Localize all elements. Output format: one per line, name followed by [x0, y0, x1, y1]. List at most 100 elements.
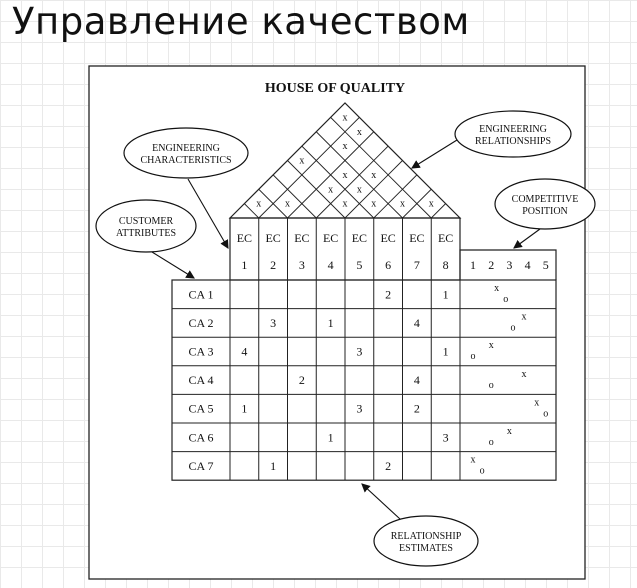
- competitor-o-mark: o: [511, 323, 516, 334]
- roof-correlation-mark: x: [343, 141, 348, 152]
- relationship-value: 4: [414, 373, 420, 387]
- roof-grid-line: [258, 117, 360, 219]
- ec-2-number: 2: [270, 258, 276, 272]
- ec-1-label: EC: [237, 231, 252, 245]
- relationship-value: 4: [414, 316, 420, 330]
- roof-grid-line: [373, 174, 418, 219]
- ec-4-number: 4: [328, 258, 334, 272]
- roof-grid-line: [272, 174, 317, 219]
- relationship-value: 4: [241, 345, 247, 359]
- ec-4-label: EC: [323, 231, 338, 245]
- roof-correlation-mark: x: [256, 199, 261, 210]
- roof-correlation-mark: x: [371, 199, 376, 210]
- matrix-outline: [171, 279, 557, 481]
- relationship-value: 1: [270, 459, 276, 473]
- customer-attribute-label: CA 5: [188, 402, 213, 416]
- roof-correlation-mark: x: [328, 184, 333, 195]
- roof-grid-line: [430, 203, 446, 219]
- ec-3-number: 3: [299, 258, 305, 272]
- competitive-scale-label: 5: [543, 258, 549, 272]
- roof-correlation-mark: x: [299, 156, 304, 167]
- ec-6-label: EC: [380, 231, 395, 245]
- ec-2-label: EC: [265, 231, 280, 245]
- ec-6-number: 6: [385, 258, 391, 272]
- ec-5-label: EC: [352, 231, 367, 245]
- relationship-estimates-ellipse: [373, 515, 479, 567]
- roof-correlation-mark: x: [371, 170, 376, 181]
- roof-grid-line: [315, 131, 403, 219]
- own-product-x-mark: x: [507, 426, 512, 437]
- customer-attribute-label: CA 2: [188, 316, 213, 330]
- engineering-relationships-line-2: RELATIONSHIPS: [475, 136, 551, 147]
- ec-7-number: 7: [414, 258, 420, 272]
- competitor-o-mark: o: [480, 466, 485, 477]
- engineering-characteristics-arrow: [187, 178, 229, 249]
- engineering-characteristics-line-1: ENGINEERING: [152, 143, 220, 154]
- roof-grid-line: [301, 145, 375, 219]
- ec-3-label: EC: [294, 231, 309, 245]
- competitor-o-mark: o: [543, 408, 548, 419]
- ec-7-label: EC: [409, 231, 424, 245]
- relationship-estimates-arrow: [361, 483, 401, 520]
- customer-attribute-label: CA 7: [188, 459, 213, 473]
- customer-attributes-ellipse: [95, 199, 197, 253]
- callouts: ENGINEERINGCHARACTERISTICSENGINEERINGREL…: [95, 110, 596, 567]
- competitive-scale-label: 4: [525, 258, 531, 272]
- relationship-value: 2: [414, 402, 420, 416]
- competitive-position-ellipse: [494, 178, 596, 230]
- roof-correlation-mark: x: [357, 127, 362, 138]
- relationship-value: 2: [385, 287, 391, 301]
- customer-attribute-label: CA 1: [188, 287, 213, 301]
- relationship-value: 1: [241, 402, 247, 416]
- competitive-position-line-2: POSITION: [522, 206, 568, 217]
- competitive-position-line-1: COMPETITIVE: [512, 194, 579, 205]
- roof-grid-line: [258, 188, 288, 219]
- customer-attribute-label: CA 4: [188, 373, 213, 387]
- relationship-value: 2: [385, 459, 391, 473]
- relationship-value: 1: [328, 430, 334, 444]
- slide-title: Управление качеством: [12, 0, 470, 43]
- roof-grid-line: [330, 117, 432, 219]
- ec-5-number: 5: [356, 258, 362, 272]
- competitor-o-mark: o: [503, 294, 508, 305]
- roof-correlation-mark: x: [285, 199, 290, 210]
- roof-grid-line: [287, 160, 346, 219]
- competitive-position-arrow: [513, 228, 541, 249]
- roof-correlation-mark: x: [400, 199, 405, 210]
- competitor-o-mark: o: [471, 351, 476, 362]
- own-product-x-mark: x: [534, 397, 539, 408]
- relationship-value: 1: [328, 316, 334, 330]
- customer-attribute-label: CA 6: [188, 430, 213, 444]
- relationship-value: 1: [443, 345, 449, 359]
- competitive-scale-label: 1: [470, 258, 476, 272]
- relationship-value: 3: [270, 316, 276, 330]
- competitor-o-mark: o: [489, 437, 494, 448]
- roof-grid-line: [315, 145, 389, 219]
- relationship-value: 2: [299, 373, 305, 387]
- engineering-relationships-ellipse: [454, 110, 572, 158]
- customer-attributes-line-2: ATTRIBUTES: [116, 228, 176, 239]
- engineering-characteristics-line-2: CHARACTERISTICS: [140, 155, 231, 166]
- competitive-scale-label: 2: [488, 258, 494, 272]
- roof-correlation-mark: x: [357, 184, 362, 195]
- engineering-relationships-line-1: ENGINEERING: [479, 124, 547, 135]
- roof-grid-line: [244, 203, 260, 219]
- own-product-x-mark: x: [489, 340, 494, 351]
- roof-correlation-mark: x: [343, 112, 348, 123]
- competitive-scale-box: [459, 249, 557, 280]
- relationship-estimates-line-1: RELATIONSHIP: [391, 531, 462, 542]
- customer-attribute-label: CA 3: [188, 345, 213, 359]
- competitive-scale-label: 3: [506, 258, 512, 272]
- engineering-characteristics-ellipse: [123, 127, 249, 179]
- ec-8-label: EC: [438, 231, 453, 245]
- diagram-title: HOUSE OF QUALITY: [265, 81, 405, 96]
- customer-attributes-arrow: [151, 251, 195, 279]
- relationship-value: 3: [356, 402, 362, 416]
- engineering-relationships-arrow: [411, 139, 458, 169]
- own-product-x-mark: x: [494, 283, 499, 294]
